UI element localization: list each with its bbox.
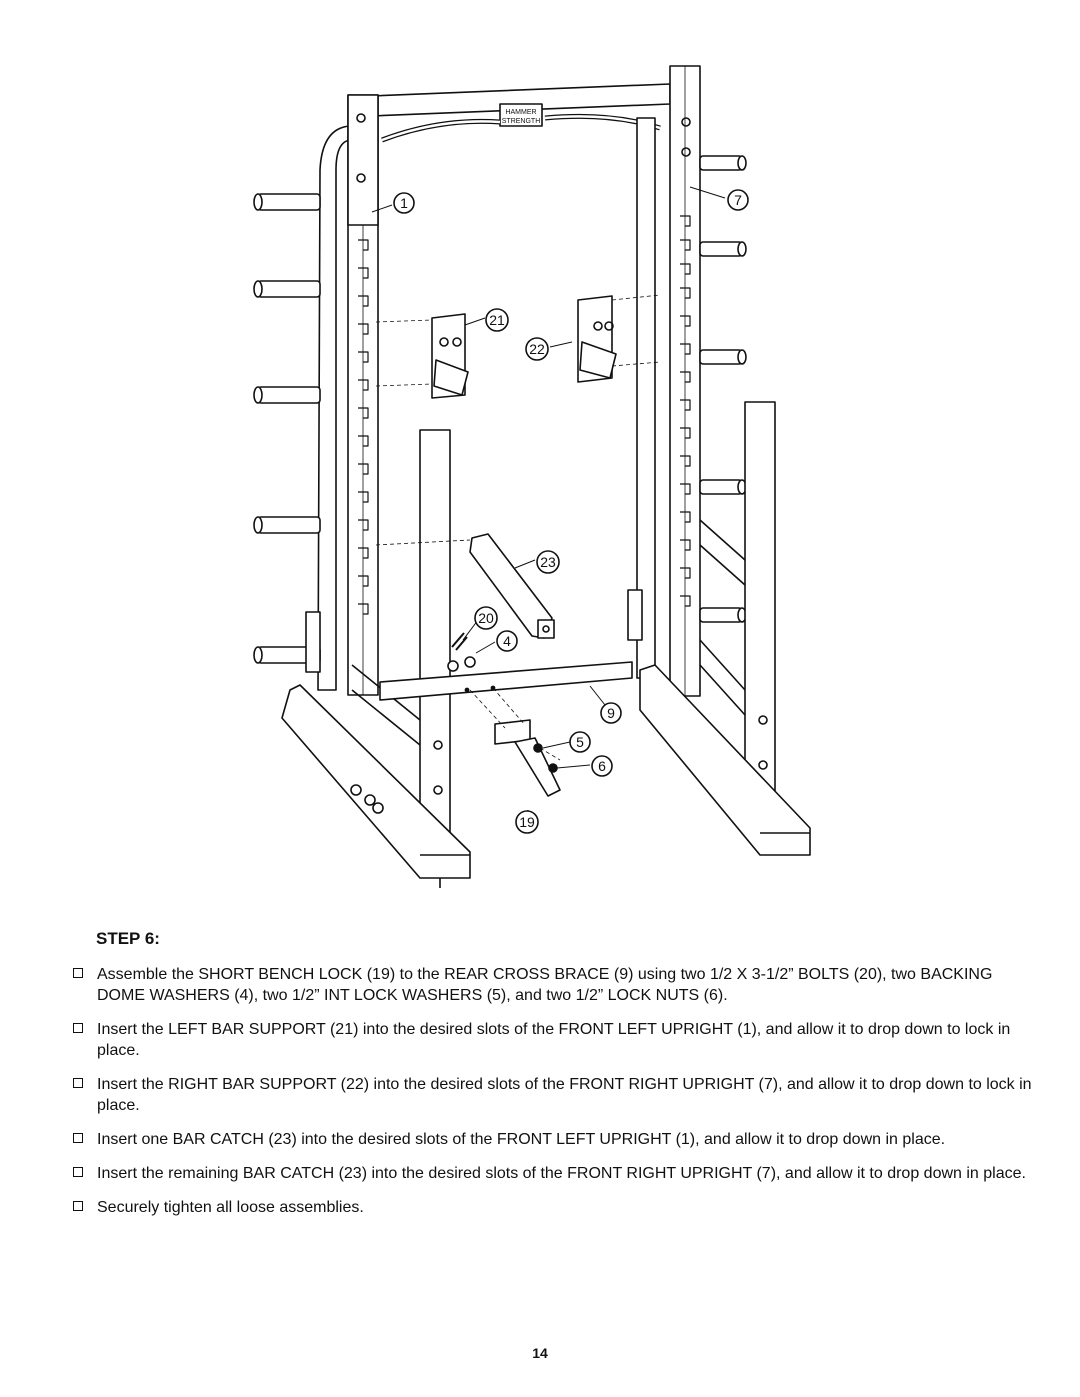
left-weight-horns [253,193,321,673]
rear-left-upright [317,125,351,691]
callout-1: 1 [393,192,415,214]
right-bar-support [577,295,617,383]
svg-text:19: 19 [519,814,535,830]
instruction-text: Assemble the SHORT BENCH LOCK (19) to th… [97,966,993,1004]
checkbox-icon [73,968,83,978]
svg-text:21: 21 [489,312,505,328]
checkbox-icon [73,1167,83,1177]
instruction-list: Assemble the SHORT BENCH LOCK (19) to th… [72,964,1032,1231]
logo-line-2: STRENGTH [502,118,541,125]
svg-text:4: 4 [503,633,511,649]
instruction-item: Insert one BAR CATCH (23) into the desir… [72,1129,1032,1150]
instruction-item: Securely tighten all loose assemblies. [72,1197,1032,1218]
instruction-text: Insert the RIGHT BAR SUPPORT (22) into t… [97,1076,1032,1114]
guide-lines [375,294,661,761]
rear-top-crossbar: HAMMER STRENGTH [369,83,671,143]
callout-4: 4 [496,630,518,652]
right-weight-horns [699,155,747,623]
callout-20: 20 [474,606,498,630]
svg-text:1: 1 [400,195,408,211]
instruction-text: Insert the remaining BAR CATCH (23) into… [97,1165,1026,1182]
step-title: STEP 6: [96,929,160,948]
assembly-diagram: HAMMER STRENGTH [253,65,811,888]
short-bench-lock [494,719,561,797]
checkbox-icon [73,1201,83,1211]
front-right-short-post [699,401,776,813]
svg-text:9: 9 [607,705,615,721]
rear-cross-brace [379,661,633,701]
instruction-item: Insert the LEFT BAR SUPPORT (21) into th… [72,1019,1032,1061]
page-number: 14 [532,1345,548,1361]
base-frame [281,664,811,888]
instruction-item: Insert the RIGHT BAR SUPPORT (22) into t… [72,1074,1032,1116]
bar-catch [469,533,555,639]
checkbox-icon [73,1133,83,1143]
callout-23: 23 [536,550,560,574]
svg-text:23: 23 [540,554,556,570]
instruction-item: Assemble the SHORT BENCH LOCK (19) to th… [72,964,1032,1006]
front-right-upright [669,65,701,697]
left-bar-support [431,313,469,399]
svg-text:5: 5 [576,734,584,750]
callout-9: 9 [600,702,622,724]
svg-text:7: 7 [734,192,742,208]
instruction-text: Securely tighten all loose assemblies. [97,1199,364,1216]
callout-21: 21 [485,308,509,332]
callout-5: 5 [569,731,591,753]
checkbox-icon [73,1078,83,1088]
instruction-item: Insert the remaining BAR CATCH (23) into… [72,1163,1032,1184]
callout-19: 19 [515,810,539,834]
svg-text:6: 6 [598,758,606,774]
front-left-short-post [351,429,451,841]
instruction-text: Insert the LEFT BAR SUPPORT (21) into th… [97,1021,1011,1059]
checkbox-icon [73,1023,83,1033]
bolts-and-washers [447,632,476,672]
front-left-upright [347,94,379,696]
instruction-text: Insert one BAR CATCH (23) into the desir… [97,1131,946,1148]
callout-22: 22 [525,337,549,361]
svg-text:20: 20 [478,610,494,626]
logo-line-1: HAMMER [505,109,536,116]
callout-6: 6 [591,755,613,777]
svg-text:22: 22 [529,341,545,357]
rear-right-upright [627,117,656,679]
callout-7: 7 [727,189,749,211]
